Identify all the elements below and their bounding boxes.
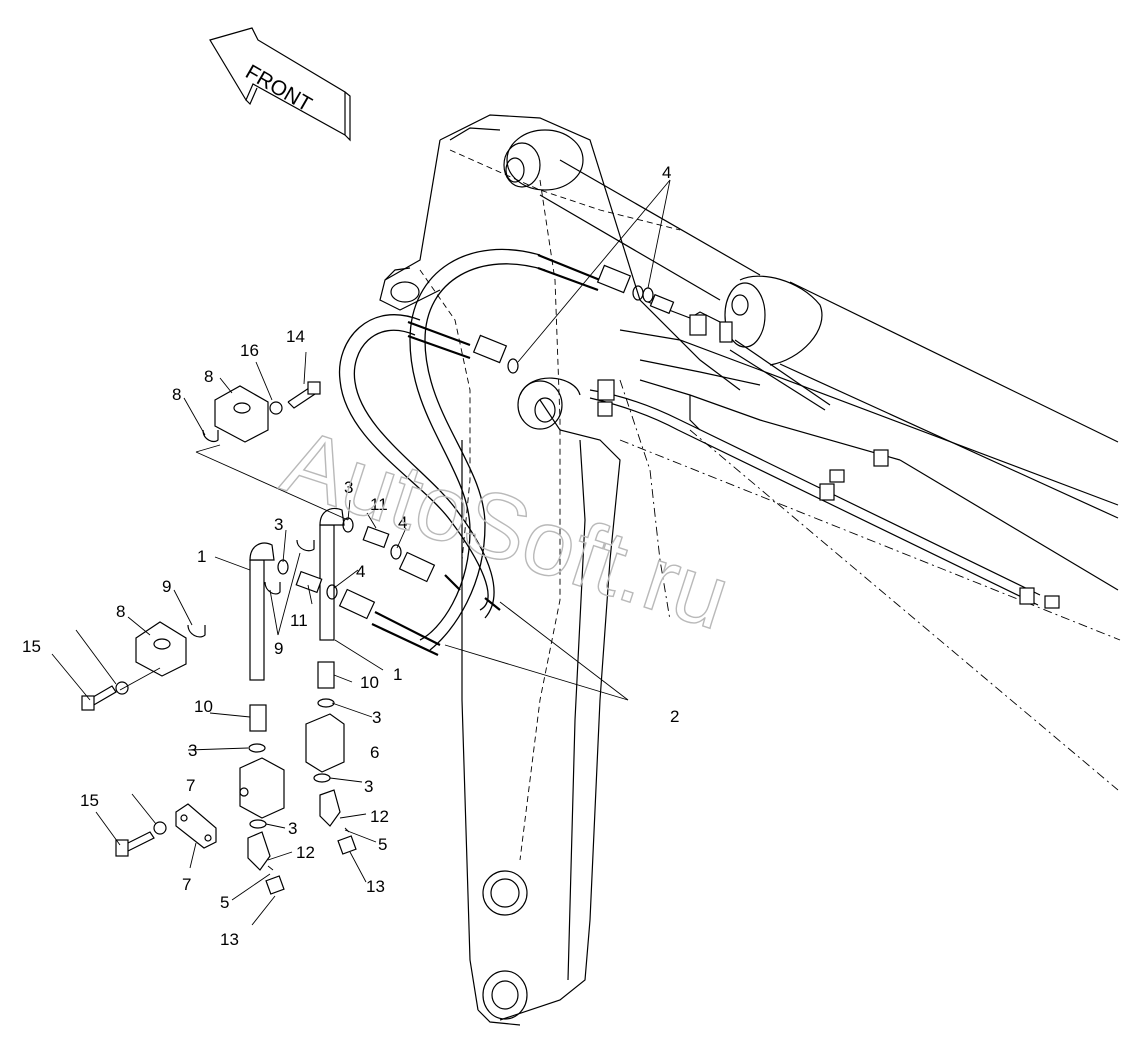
callout-3: 3 <box>364 777 373 796</box>
callout-8: 8 <box>172 385 181 404</box>
callout-4: 5 <box>378 835 387 854</box>
callout-4: 4 <box>662 163 671 182</box>
callout-1: 1 <box>197 547 206 566</box>
callout-7: 8 <box>116 602 125 621</box>
arm-structure <box>379 114 1121 1026</box>
callout-9: 10 <box>194 697 213 716</box>
callout-8: 9 <box>162 577 171 596</box>
callout-10: 11 <box>370 495 388 514</box>
callout-6: 7 <box>182 875 191 894</box>
callout-3: 3 <box>344 478 353 497</box>
callout-3: 3 <box>188 741 197 760</box>
callout-10: 11 <box>290 611 308 630</box>
callouts: 4 2 1 1 3 3 3 3 3 3 4 4 5 5 6 7 7 8 8 8 … <box>22 163 679 949</box>
callout-3: 3 <box>274 515 283 534</box>
fitting-parts <box>81 287 654 895</box>
callout-4: 5 <box>220 893 229 912</box>
callout-11: 12 <box>370 807 389 826</box>
callout-5: 6 <box>370 743 379 762</box>
callout-13: 15 <box>22 637 41 656</box>
callout-11: 12 <box>296 843 315 862</box>
callout-15: 16 <box>240 341 259 360</box>
callout-2: 2 <box>670 707 679 726</box>
callout-4: 4 <box>398 513 407 532</box>
callout-4: 4 <box>356 562 365 581</box>
callout-1: 1 <box>393 665 402 684</box>
callout-14: 15 <box>80 791 99 810</box>
callout-7: 8 <box>204 367 213 386</box>
callout-9: 10 <box>360 673 379 692</box>
leader-lines <box>51 179 671 926</box>
callout-8: 9 <box>274 639 283 658</box>
callout-5: 7 <box>186 776 195 795</box>
front-arrow: FRONT <box>209 27 351 142</box>
watermark: AutoSoft.ru <box>272 410 741 649</box>
callout-12: 13 <box>220 930 239 949</box>
callout-3: 3 <box>372 708 381 727</box>
callout-3: 3 <box>288 819 297 838</box>
front-arrow-label: FRONT <box>242 60 316 116</box>
callout-12: 13 <box>366 877 385 896</box>
hydraulic-hoses <box>338 248 675 656</box>
callout-13: 14 <box>286 327 305 346</box>
